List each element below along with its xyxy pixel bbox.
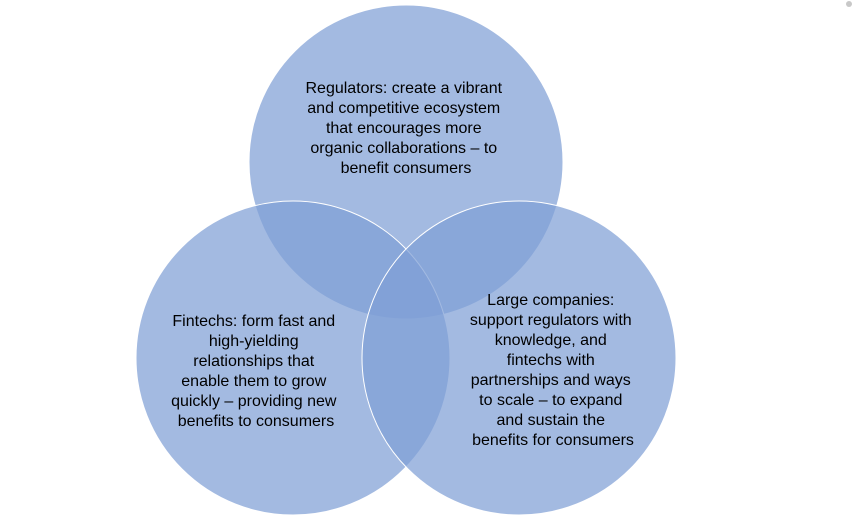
fintechs-line: high-yielding (209, 333, 299, 350)
fintechs-line: relationships that (193, 353, 315, 370)
large-companies-line: to scale – to expand (479, 392, 622, 409)
regulators-line: organic collaborations – to (310, 140, 497, 157)
regulators-line: benefit consumers (341, 160, 472, 177)
fintechs-line: enable them to grow (181, 373, 326, 390)
large-companies-line: fintechs with (507, 352, 595, 369)
large-companies-line: and sustain the (497, 412, 606, 429)
circle-large-companies (361, 200, 677, 516)
fintechs-line: quickly – providing new (171, 393, 337, 410)
corner-dot (846, 1, 852, 7)
fintechs-line: Fintechs: form fast and (172, 313, 335, 330)
regulators-text: Regulators: create a vibrant and competi… (306, 80, 507, 177)
regulators-line: that encourages more (326, 120, 482, 137)
large-companies-line: Large companies: (487, 292, 614, 309)
large-companies-line: knowledge, and (495, 332, 607, 349)
regulators-line: Regulators: create a vibrant (306, 80, 503, 97)
large-companies-line: support regulators with (470, 312, 632, 329)
fintechs-line: benefits to consumers (178, 413, 335, 430)
large-companies-line: benefits for consumers (472, 432, 634, 449)
regulators-line: and competitive ecosystem (307, 100, 500, 117)
venn-circles (135, 4, 677, 516)
large-companies-text: Large companies: support regulators with… (470, 292, 636, 449)
fintechs-text: Fintechs: form fast and high-yielding re… (171, 313, 341, 430)
large-companies-line: partnerships and ways (471, 372, 631, 389)
